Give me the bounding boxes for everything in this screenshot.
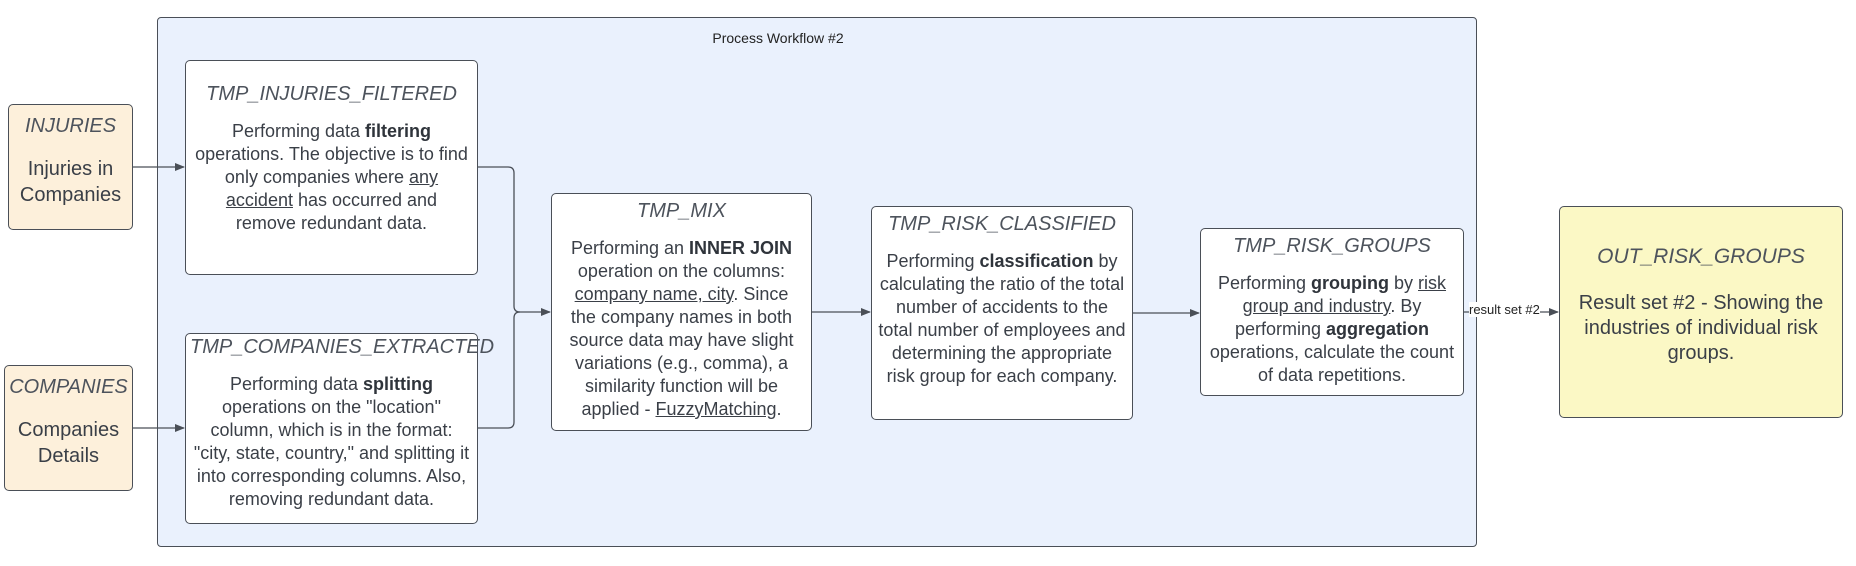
step-risk-classified: TMP_RISK_CLASSIFIED Performing classific… [871, 206, 1133, 420]
node-title: INJURIES [24, 115, 117, 137]
node-body: Performing classification by calculating… [878, 251, 1126, 386]
node-title: TMP_MIX [637, 200, 726, 222]
node-title: TMP_COMPANIES_EXTRACTED [190, 336, 495, 358]
source-companies: COMPANIES Companies Details [4, 365, 133, 491]
step-companies-extracted: TMP_COMPANIES_EXTRACTED Performing data … [185, 333, 495, 524]
node-title: COMPANIES [9, 376, 128, 398]
output-risk-groups: OUT_RISK_GROUPS Result set #2 - Showing … [1559, 206, 1843, 418]
node-body: Performing an INNER JOIN operation on th… [569, 238, 794, 419]
node-title: OUT_RISK_GROUPS [1597, 245, 1805, 268]
step-injuries-filtered: TMP_INJURIES_FILTERED Performing data fi… [185, 60, 478, 275]
result-set-label: result set #2 [1469, 302, 1540, 317]
node-body: Performing data splitting operations on … [193, 374, 470, 509]
node-title: TMP_RISK_CLASSIFIED [888, 213, 1116, 235]
node-body: Performing grouping by risk group and in… [1209, 273, 1455, 385]
source-injuries: INJURIES Injuries in Companies [8, 104, 133, 230]
node-body: Injuries in Companies [19, 158, 122, 206]
node-body: Companies Details [17, 419, 120, 467]
step-risk-groups: TMP_RISK_GROUPS Performing grouping by r… [1200, 228, 1464, 396]
node-body: Performing data filtering operations. Th… [195, 121, 468, 233]
workflow-title: Process Workflow #2 [712, 30, 844, 46]
node-title: TMP_INJURIES_FILTERED [206, 83, 457, 105]
node-title: TMP_RISK_GROUPS [1233, 235, 1431, 257]
edge-extracted-to-mix [478, 311, 521, 429]
node-body: Result set #2 - Showing the industries o… [1578, 292, 1824, 364]
edge-filtered-to-mix [478, 166, 551, 316]
step-mix: TMP_MIX Performing an INNER JOIN operati… [551, 193, 812, 431]
